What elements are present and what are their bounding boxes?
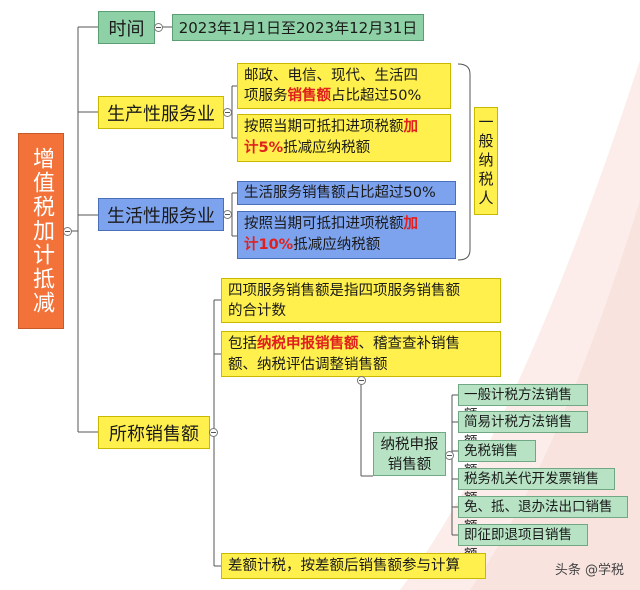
sales-node[interactable]: 所称销售额 <box>98 416 210 449</box>
production-cond2-line1: 按照当期可抵扣进项税额加 <box>244 119 418 135</box>
living-label: 生活性服务业 <box>107 205 215 227</box>
tax-report-sales-highlight: 纳税申报销售额 <box>257 336 359 352</box>
difference-tax-text: 差额计税，按差额后销售额参与计算 <box>228 558 460 574</box>
sales-definition[interactable]: 四项服务销售额是指四项服务销售额 的合计数 <box>221 278 501 323</box>
tax-report-line2: 销售额 <box>387 457 432 473</box>
sales-label: 所称销售额 <box>109 423 199 445</box>
watermark: 头条 @学税 <box>554 563 624 578</box>
sales-includes[interactable]: 包括纳税申报销售额、稽查查补销售 额、纳税评估调整销售额 <box>221 331 501 377</box>
production-cond1-line2: 项服务销售额占比超过50% <box>244 88 422 104</box>
sales-def-line2: 的合计数 <box>228 303 286 319</box>
general-taxpayer-text: 一般纳税人 <box>476 113 495 209</box>
time-value: 2023年1月1日至2023年12月31日 <box>178 19 418 37</box>
general-taxpayer-label[interactable]: 一般纳税人 <box>474 107 498 215</box>
report-item-5[interactable]: 免、抵、退办法出口销售额 <box>458 496 628 535</box>
report-item-4[interactable]: 税务机关代开发票销售额 <box>458 468 615 507</box>
report-item-2[interactable]: 简易计税方法销售额 <box>458 411 588 450</box>
time-label: 时间 <box>108 18 145 40</box>
tax-report-line1: 纳税申报 <box>380 437 439 453</box>
production-collapse-toggle[interactable] <box>223 108 232 117</box>
root-label: 增值税加计抵减 <box>29 147 54 315</box>
time-value-node[interactable]: 2023年1月1日至2023年12月31日 <box>172 14 424 41</box>
difference-tax-node[interactable]: 差额计税，按差额后销售额参与计算 <box>221 553 486 579</box>
root-collapse-toggle[interactable] <box>63 227 72 236</box>
production-label: 生产性服务业 <box>107 103 215 125</box>
sales-amount-highlight: 销售额 <box>287 88 332 104</box>
sales-incl-line2: 额、纳税评估调整销售额 <box>228 357 388 373</box>
sales-def-line1: 四项服务销售额是指四项服务销售额 <box>228 283 460 299</box>
living-condition-2[interactable]: 按照当期可抵扣进项税额加 计10%抵减应纳税额 <box>237 211 456 259</box>
includes-collapse-toggle[interactable] <box>357 376 366 385</box>
plus-10-highlight: 计10% <box>244 237 294 253</box>
time-node[interactable]: 时间 <box>98 11 155 44</box>
living-collapse-toggle[interactable] <box>223 210 232 219</box>
report-item-6[interactable]: 即征即退项目销售额 <box>458 524 588 563</box>
sales-incl-line1: 包括纳税申报销售额、稽查查补销售 <box>228 336 460 352</box>
production-condition-2[interactable]: 按照当期可抵扣进项税额加 计5%抵减应纳税额 <box>237 114 451 162</box>
living-cond1-text: 生活服务销售额占比超过50% <box>244 185 436 201</box>
plus-5-highlight: 计5% <box>244 140 284 156</box>
tax-report-sales-node[interactable]: 纳税申报 销售额 <box>373 432 446 476</box>
report-item-3[interactable]: 免税销售额 <box>458 440 536 479</box>
living-cond2-line2: 计10%抵减应纳税额 <box>244 237 381 253</box>
sales-collapse-toggle[interactable] <box>209 428 218 437</box>
production-node[interactable]: 生产性服务业 <box>98 96 224 129</box>
production-cond1-line1: 邮政、电信、现代、生活四 <box>244 68 418 84</box>
production-condition-1[interactable]: 邮政、电信、现代、生活四 项服务销售额占比超过50% <box>237 63 451 109</box>
report-item-1[interactable]: 一般计税方法销售额 <box>458 384 588 423</box>
time-collapse-toggle[interactable] <box>154 23 163 32</box>
living-condition-1[interactable]: 生活服务销售额占比超过50% <box>237 181 456 205</box>
living-cond2-line1: 按照当期可抵扣进项税额加 <box>244 216 418 232</box>
root-node[interactable]: 增值税加计抵减 <box>18 133 64 329</box>
production-cond2-line2: 计5%抵减应纳税额 <box>244 140 371 156</box>
living-node[interactable]: 生活性服务业 <box>98 198 224 231</box>
tax-report-collapse-toggle[interactable] <box>445 451 454 460</box>
